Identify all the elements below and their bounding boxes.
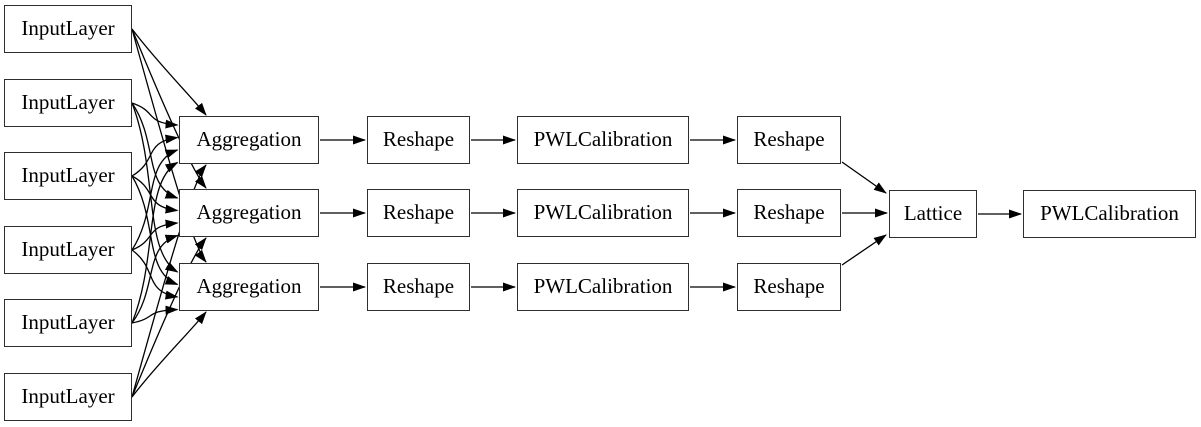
edge-input_1-to-aggregation_2 [131, 28, 207, 189]
node-reshape_2a: Reshape [367, 189, 470, 237]
node-label: PWLCalibration [533, 273, 673, 298]
node-pwlcalibration_3: PWLCalibration [517, 263, 689, 311]
node-aggregation_3: Aggregation [179, 263, 319, 311]
edge-input_3-to-aggregation_1 [131, 134, 179, 177]
node-label: PWLCalibration [533, 199, 673, 224]
node-label: Reshape [382, 126, 455, 151]
node-label: InputLayer [21, 236, 115, 261]
node-label: InputLayer [21, 89, 115, 114]
edge-reshape_1b-to-lattice [841, 161, 887, 194]
node-label: Reshape [382, 199, 455, 224]
node-reshape_1a: Reshape [367, 116, 470, 164]
edge-input_5-to-aggregation_3 [131, 305, 179, 324]
node-aggregation_1: Aggregation [179, 116, 319, 164]
node-reshape_1b: Reshape [737, 116, 841, 164]
node-input_4: InputLayer [4, 226, 132, 274]
node-pwlcalibration_2: PWLCalibration [517, 189, 689, 237]
node-label: Reshape [753, 126, 825, 151]
edge-reshape_3b-to-lattice [841, 234, 887, 266]
node-input_5: InputLayer [4, 299, 132, 347]
node-lattice: Lattice [889, 190, 977, 238]
node-label: Aggregation [196, 126, 302, 151]
node-label: PWLCalibration [533, 126, 673, 151]
node-label: Reshape [753, 199, 825, 224]
edge-input_4-to-aggregation_3 [131, 249, 179, 300]
node-label: Aggregation [196, 273, 302, 298]
edge-input_2-to-aggregation_3 [131, 102, 179, 273]
node-label: InputLayer [21, 309, 115, 334]
edge-input_6-to-aggregation_2 [131, 237, 207, 398]
node-reshape_3b: Reshape [737, 263, 841, 311]
edge-input_2-to-aggregation_1 [131, 102, 179, 129]
edge-input_3-to-aggregation_3 [131, 175, 179, 286]
node-label: Reshape [753, 273, 825, 298]
edge-input_4-to-aggregation_1 [131, 149, 179, 251]
node-label: Reshape [382, 273, 455, 298]
edge-input_2-to-aggregation_2 [131, 102, 179, 199]
edge-input_1-to-aggregation_1 [131, 28, 207, 116]
edge-input_5-to-aggregation_1 [131, 161, 179, 324]
node-pwlcalibration_1: PWLCalibration [517, 116, 689, 164]
edge-input_3-to-aggregation_2 [131, 175, 179, 214]
node-pwlcalibration_out: PWLCalibration [1023, 190, 1196, 238]
edge-input_6-to-aggregation_3 [131, 311, 207, 398]
node-label: InputLayer [21, 383, 115, 408]
node-label: InputLayer [21, 162, 115, 187]
node-input_3: InputLayer [4, 152, 132, 200]
node-label: InputLayer [21, 15, 115, 40]
node-input_2: InputLayer [4, 79, 132, 127]
node-aggregation_2: Aggregation [179, 189, 319, 237]
edge-input_4-to-aggregation_2 [131, 219, 179, 251]
node-label: Aggregation [196, 199, 302, 224]
node-label: PWLCalibration [1040, 200, 1179, 225]
edge-input_5-to-aggregation_2 [131, 234, 179, 324]
node-input_1: InputLayer [4, 5, 132, 53]
node-input_6: InputLayer [4, 373, 132, 421]
node-label: Lattice [903, 200, 963, 225]
node-reshape_3a: Reshape [367, 263, 470, 311]
node-reshape_2b: Reshape [737, 189, 841, 237]
